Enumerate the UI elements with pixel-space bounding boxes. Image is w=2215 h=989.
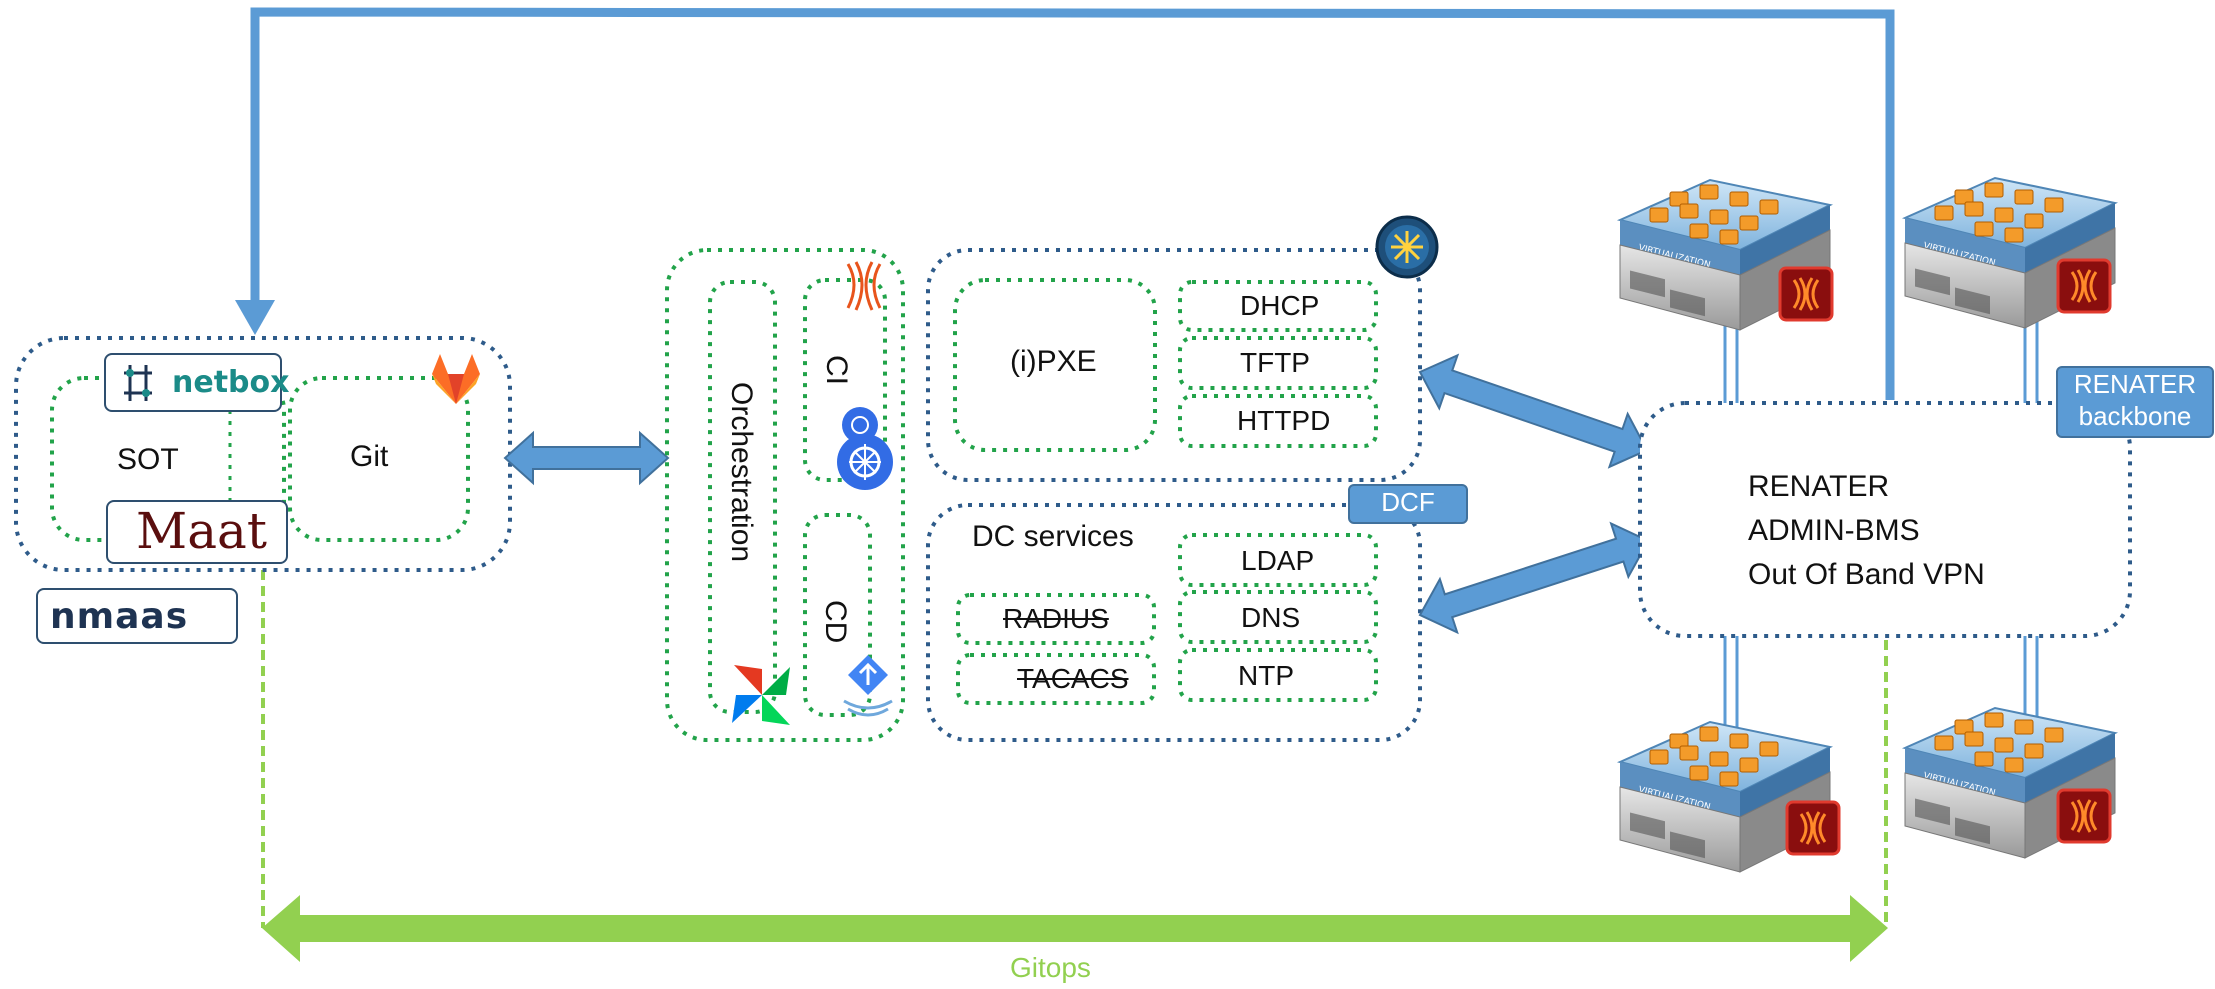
httpd-box [1178,394,1378,448]
dns-label: DNS [1241,602,1301,633]
dns-box [1178,590,1378,644]
tacacs-box [956,653,1156,705]
renater-label: RENATER [1748,470,1890,503]
network-globe-icon [1375,215,1439,279]
tacacs-label: TACACS [1017,663,1129,694]
radius-label: RADIUS [1003,603,1109,634]
renater-backbone-line1: RENATER [2073,369,2197,399]
airflow-icon [732,665,790,725]
pxe-renater-arrow [1418,353,1649,469]
ldap-box [1178,533,1378,587]
orchestration-label: Orchestration [725,382,758,563]
virtualization-server-icon [1904,707,2116,859]
radius-box [956,593,1156,645]
dcf-tag: DCF [1348,484,1468,524]
netbox-icon [124,365,152,401]
renater-backbone-tag: RENATER backbone [2056,366,2214,438]
netbox-logo-text: netbox [172,365,290,400]
ipxe-label: (i)PXE [1010,345,1097,378]
dc-renater-arrow [1418,521,1650,635]
git-box [288,376,470,542]
virtualization-server-icon [1619,179,1834,331]
dc-services-group [926,503,1422,742]
virtualization-server-icon [1619,721,1841,873]
gitops-label: Gitops [1010,952,1091,983]
gitlab-icon [432,354,480,404]
virtualization-server-icon [1904,177,2116,329]
feedback-arrow [235,7,1895,400]
cd-box [803,513,872,717]
sot-orchestration-arrow [503,430,670,486]
ipxe-box [953,278,1157,452]
sot-box [50,376,286,542]
dhcp-box [1178,280,1378,332]
orchestration-box [708,280,777,714]
nmaas-logo-text: nmaas [50,596,189,637]
ntp-box [1178,648,1378,702]
netbox-logo: netbox [104,353,289,412]
ntp-label: NTP [1238,660,1294,691]
tinkerbell-icon [846,261,882,311]
nmaas-logo: nmaas [36,588,238,644]
renater-backbone-line2: backbone [2078,401,2192,431]
ldap-label: LDAP [1241,545,1315,576]
orchestration-group [665,248,905,742]
renater-box [1638,401,2132,638]
pxe-group [926,248,1422,482]
cd-label: CD [819,600,852,644]
renater-vpn-label: Out Of Band VPN [1748,558,1985,591]
maat-logo: Maat [106,500,288,564]
dc-services-label: DC services [972,520,1134,553]
httpd-label: HTTPD [1237,405,1331,436]
maat-logo-text: Maat [136,502,267,560]
kubernetes-icon [837,407,893,490]
tftp-label: TFTP [1240,347,1310,378]
dhcp-label: DHCP [1240,290,1320,321]
argo-icon [843,655,893,717]
ci-label: CI [820,355,853,385]
renater-admin-bms-label: ADMIN-BMS [1748,514,1920,547]
git-label: Git [350,440,389,473]
gitops-arrow [261,570,1888,962]
sot-label: SOT [117,443,179,476]
tftp-box [1178,336,1378,390]
